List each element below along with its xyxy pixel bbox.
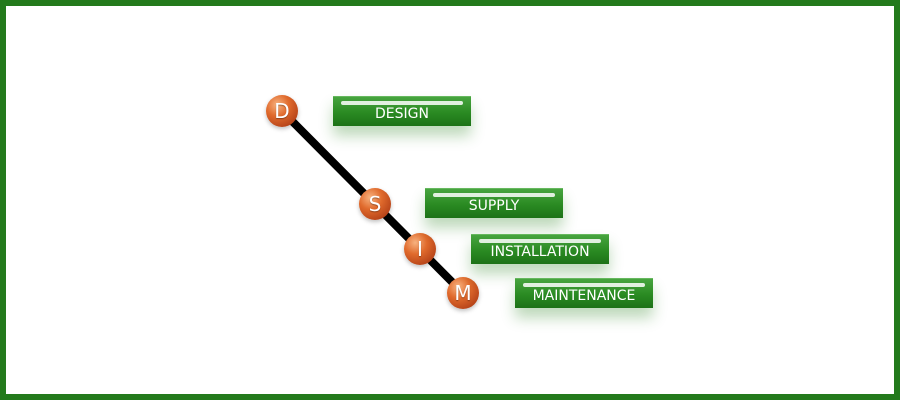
box-shine [341, 101, 463, 105]
stage-maintenance-label: MAINTENANCE [532, 288, 636, 304]
stage-design-box: DESIGN [333, 96, 471, 126]
node-maintenance: M [447, 277, 479, 309]
stage-installation-label: INSTALLATION [490, 244, 590, 260]
stage-design-label: DESIGN [375, 106, 429, 122]
stage-supply-label: SUPPLY [468, 198, 520, 214]
node-design: D [266, 95, 298, 127]
box-shine [433, 193, 555, 197]
stage-maintenance-box: MAINTENANCE [515, 278, 653, 308]
node-supply: S [359, 188, 391, 220]
box-shine [479, 239, 601, 243]
stage-supply-box: SUPPLY [425, 188, 563, 218]
node-installation: I [404, 233, 436, 265]
box-shine [523, 283, 645, 287]
stage-installation-box: INSTALLATION [471, 234, 609, 264]
